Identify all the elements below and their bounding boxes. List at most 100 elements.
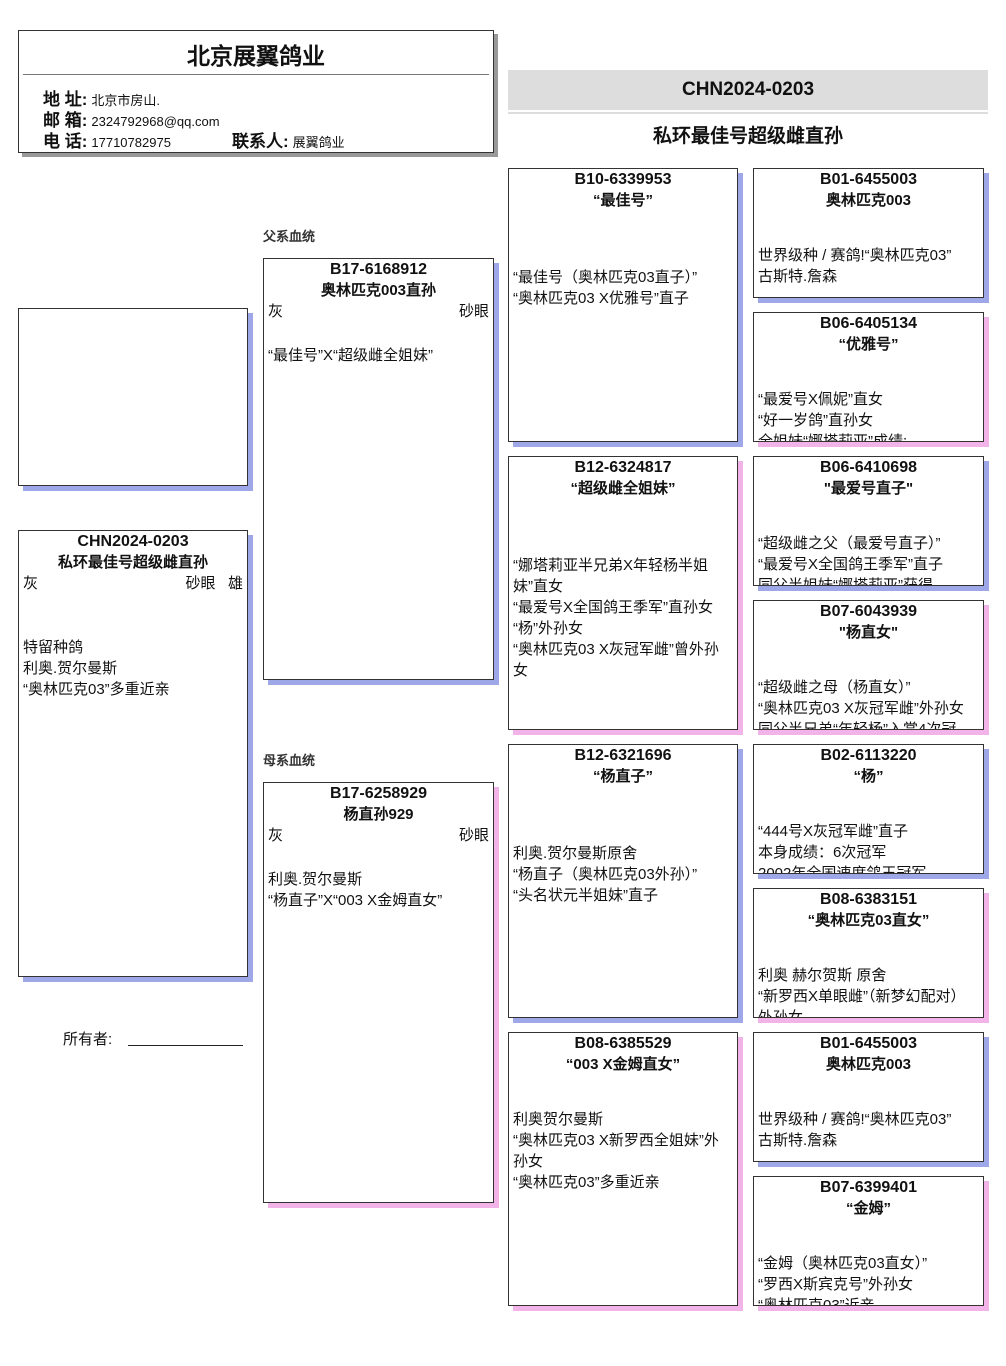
ring-number: B10-6339953 — [574, 171, 672, 188]
eye-value: 砂眼 — [458, 303, 489, 320]
title-divider — [508, 112, 988, 114]
note-line: 古斯特.詹森 — [758, 268, 838, 285]
note-line: 同父半兄弟“年轻杨”入赏4次冠 — [758, 721, 957, 730]
great-grandparent-card: B01-6455003 奥林匹克003 世界级种 / 赛鸽!“奥林匹克03” 古斯特.… — [753, 1032, 984, 1162]
phone-value: 17710782975 — [91, 135, 171, 150]
note-line: “奥林匹克03”近亲 — [758, 1297, 875, 1306]
ring-number: B08-6383151 — [820, 891, 917, 908]
owner-signature-line[interactable] — [128, 1045, 243, 1046]
note-line: “奥林匹克03”多重近亲 — [23, 681, 170, 698]
contact-label: 联系人: — [232, 132, 289, 151]
subject-notes: 特留种鸽 利奥.贺尔曼斯 “奥林匹克03”多重近亲 — [19, 637, 247, 700]
note-line: 特留种鸽 — [23, 639, 84, 656]
pigeon-name: 奥林匹克003 — [825, 192, 912, 209]
notes: “超级雌之母（杨直女）”“奥林匹克03 X灰冠军雌”外孙女同父半兄弟“年轻杨”入… — [754, 677, 983, 730]
owner-label: 所有者: — [63, 1031, 113, 1048]
note-line: 世界级种 / 赛鸽!“奥林匹克03” — [758, 1111, 952, 1128]
note-line: “奥林匹克03 X灰冠军雌”外孙女 — [758, 700, 964, 717]
subject-attributes: 灰 砂眼 雄 — [19, 573, 247, 595]
notes: “娜塔莉亚半兄弟X年轻杨半姐妹”直女“最爱号X全国鸽王季军”直孙女“杨”外孙女“… — [509, 555, 737, 681]
notes: “金姆（奥林匹克03直女）” “罗西X斯宾克号”外孙女 “奥林匹克03”近亲 — [754, 1253, 983, 1306]
pigeon-name: 奥林匹克003直孙 — [320, 282, 437, 299]
company-name: 北京展翼鸽业 — [187, 43, 325, 69]
pigeon-name: “超级雌全姐妹” — [570, 480, 676, 497]
note-line: “罗西X斯宾克号”外孙女 — [758, 1276, 913, 1293]
great-grandparent-card: B07-6399401 “金姆” “金姆（奥林匹克03直女）” “罗西X斯宾克号”外孙… — [753, 1176, 984, 1306]
note-line: 古斯特.詹森 — [758, 1132, 838, 1149]
title-name: 私环最佳号超级雌直孙 — [652, 126, 843, 147]
pigeon-name: 奥林匹克003 — [825, 1056, 912, 1073]
note-line: “金姆（奥林匹克03直女）” — [758, 1255, 928, 1272]
note-line: “最爱号X佩妮”直女 — [758, 391, 883, 408]
note-line: 利奥 赫尔贺斯 原舍 — [758, 967, 887, 984]
note-line: 全姐妹“娜塔莉亚”成绩: — [758, 433, 908, 442]
title-ring: CHN2024-0203 — [508, 70, 988, 110]
great-grandparent-card: B07-6043939"杨直女"“超级雌之母（杨直女）”“奥林匹克03 X灰冠军… — [753, 600, 984, 730]
ring-number: B17-6168912 — [330, 261, 427, 278]
great-grandparent-card: B08-6383151 “奥林匹克03直女” 利奥 赫尔贺斯 原舍 “新罗西X单眼雌”… — [753, 888, 984, 1018]
note-line: “好一岁鸽”直孙女 — [758, 412, 873, 429]
email-label: 邮 箱: — [43, 111, 88, 130]
subject-sex: 雄 — [227, 575, 243, 592]
address-row: 地 址:北京市房山. — [43, 85, 160, 110]
ring-number: B06-6410698 — [820, 459, 917, 476]
notes: 利奥.贺尔曼斯“杨直子”X“003 X金姆直女” — [264, 869, 493, 911]
subject-color: 灰 — [23, 575, 39, 592]
eye-value: 砂眼 — [458, 827, 489, 844]
attributes: 灰 砂眼 — [264, 825, 493, 847]
ring-number: B08-6385529 — [574, 1035, 672, 1052]
note-line: “新罗西X单眼雌”（新梦幻配对）外孙女 — [758, 988, 966, 1018]
notes: 利奥贺尔曼斯 “奥林匹克03 X新罗西全姐妹”外孙女 “奥林匹克03”多重近亲 — [509, 1109, 737, 1193]
ring-number: B02-6113220 — [820, 747, 917, 764]
phone-label: 电 话: — [43, 132, 88, 151]
pigeon-name: "最爱号直子" — [823, 480, 914, 497]
note-line: “奥林匹克03 X灰冠军雌”曾外孙女 — [513, 641, 719, 679]
attributes: 灰 砂眼 — [264, 301, 493, 323]
great-grandparent-card: B06-6410698 "最爱号直子" “超级雌之父（最爱号直子）” “最爱号X全国鸽… — [753, 456, 984, 586]
contact-row: 联系人:展翼鸽业 — [232, 127, 345, 152]
notes: “最佳号”X“超级雌全姐妹” — [264, 345, 493, 366]
pigeon-name: “奥林匹克03直女” — [807, 912, 930, 929]
note-line: 同父半姐妹“娜塔莉亚”获得 — [758, 577, 933, 586]
pigeon-name: “金姆” — [845, 1200, 891, 1217]
note-line: “奥林匹克03 X优雅号”直子 — [513, 290, 689, 307]
pigeon-name: “最佳号” — [592, 192, 653, 209]
pigeon-name: “杨直子” — [592, 768, 653, 785]
note-line: “最佳号（奥林匹克03直子）” — [513, 269, 698, 286]
notes: 世界级种 / 赛鸽!“奥林匹克03” 古斯特.詹森 — [754, 1109, 983, 1151]
notes: “超级雌之父（最爱号直子）” “最爱号X全国鸽王季军”直子同父半姐妹“娜塔莉亚”获… — [754, 533, 983, 586]
note-line: 利奥贺尔曼斯 — [513, 1111, 604, 1128]
note-line: “杨直子（奥林匹克03外孙）” — [513, 866, 698, 883]
note-line: “奥林匹克03”多重近亲 — [513, 1174, 660, 1191]
pigeon-name: “003 X金姆直女” — [565, 1056, 681, 1073]
sire-line-label: 父系血统 — [263, 229, 316, 244]
notes: “最佳号（奥林匹克03直子）” “奥林匹克03 X优雅号”直子 — [509, 267, 737, 309]
ring-number: B01-6455003 — [820, 1035, 917, 1052]
pigeon-name: 杨直孙929 — [343, 806, 414, 823]
note-line: “杨”外孙女 — [513, 620, 583, 637]
ring-number: B07-6399401 — [820, 1179, 917, 1196]
photo-placeholder — [18, 308, 248, 486]
grandparent-card: B10-6339953 “最佳号” “最佳号（奥林匹克03直子）” “奥林匹克03 X… — [508, 168, 738, 442]
grandparent-card: B08-6385529 “003 X金姆直女” 利奥贺尔曼斯 “奥林匹克03 X新罗西… — [508, 1032, 738, 1306]
color-value: 灰 — [268, 827, 284, 844]
address-value: 北京市房山. — [91, 93, 161, 108]
note-line: “奥林匹克03 X新罗西全姐妹”外孙女 — [513, 1132, 719, 1170]
note-line: 利奥.贺尔曼斯原舍 — [513, 845, 638, 862]
note-line: “最爱号X全国鸽王季军”直子 — [758, 556, 943, 573]
note-line: 利奥.贺尔曼斯 — [268, 871, 363, 888]
note-line: 利奥.贺尔曼斯 — [23, 660, 118, 677]
note-line: “头名状元半姐妹”直子 — [513, 887, 658, 904]
dam-line-label: 母系血统 — [263, 753, 316, 768]
color-value: 灰 — [268, 303, 284, 320]
notes: 世界级种 / 赛鸽!“奥林匹克03”古斯特.詹森 — [754, 245, 983, 287]
grandparent-card: B12-6321696“杨直子”利奥.贺尔曼斯原舍“杨直子（奥林匹克03外孙）”… — [508, 744, 738, 1018]
note-line: “最佳号”X“超级雌全姐妹” — [268, 347, 433, 364]
notes: 利奥 赫尔贺斯 原舍 “新罗西X单眼雌”（新梦幻配对）外孙女 — [754, 965, 983, 1018]
grandparent-card: B12-6324817“超级雌全姐妹”“娜塔莉亚半兄弟X年轻杨半姐妹”直女“最爱… — [508, 456, 738, 730]
ring-number: B06-6405134 — [820, 315, 917, 332]
note-line: “超级雌之父（最爱号直子）” — [758, 535, 941, 552]
